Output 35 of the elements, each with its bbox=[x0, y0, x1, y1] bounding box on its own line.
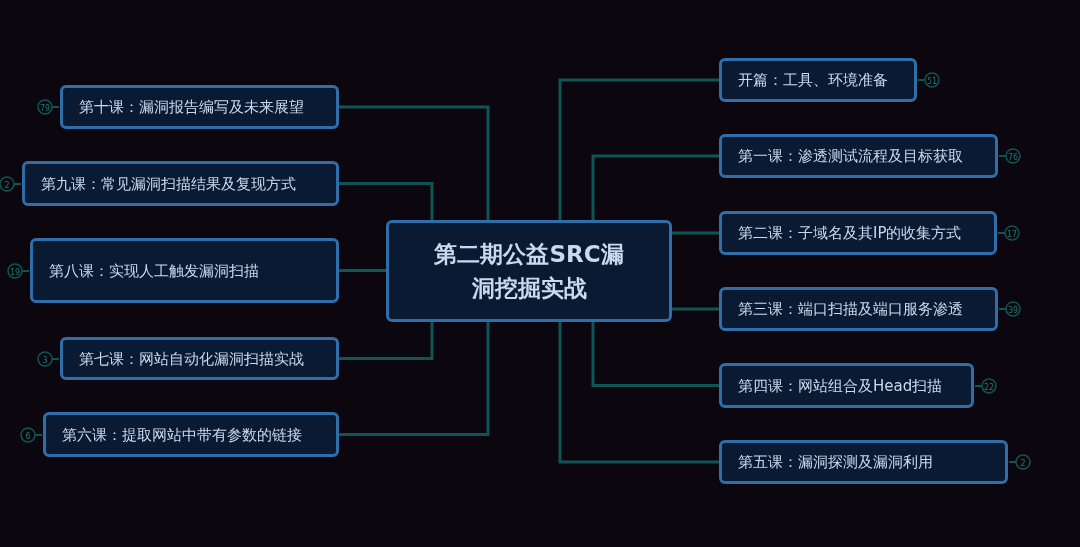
connector bbox=[339, 322, 434, 360]
topic-box bbox=[43, 412, 339, 457]
topic-box bbox=[719, 134, 998, 178]
connector bbox=[339, 322, 490, 436]
topic-box bbox=[719, 211, 997, 255]
lesson-label: 第十课：漏洞报告编写及未来展望 bbox=[79, 97, 304, 117]
lesson-label: 第九课：常见漏洞扫描结果及复现方式 bbox=[41, 173, 296, 194]
connector bbox=[339, 269, 386, 272]
connector bbox=[672, 307, 719, 311]
lesson-label: 第二课：子域名及其IP的收集方式 bbox=[738, 223, 962, 243]
lesson-label: 第六课：提取网站中带有参数的链接 bbox=[62, 424, 302, 445]
lesson-label: 第七课：网站自动化漏洞扫描实战 bbox=[79, 348, 304, 369]
connector bbox=[558, 78, 719, 220]
topic-box bbox=[719, 363, 974, 408]
connector bbox=[672, 231, 719, 235]
topic-box bbox=[60, 85, 339, 129]
central-topic-label: 第二期公益SRC漏洞挖掘实战 bbox=[434, 240, 624, 303]
lesson-label: 开篇：工具、环境准备 bbox=[738, 70, 888, 90]
topic-box bbox=[22, 161, 339, 206]
lesson-label: 第一课：渗透测试流程及目标获取 bbox=[738, 146, 963, 166]
connector bbox=[339, 182, 434, 220]
topic-box bbox=[719, 287, 998, 331]
connector bbox=[558, 322, 719, 464]
lesson-label: 第三课：端口扫描及端口服务渗透 bbox=[738, 299, 963, 319]
topic-box bbox=[719, 440, 1008, 484]
lesson-label: 第八课：实现人工触发漏洞扫描 bbox=[49, 260, 259, 281]
topic-box bbox=[60, 337, 339, 380]
connector bbox=[591, 322, 719, 387]
connector bbox=[591, 154, 719, 220]
topic-box bbox=[719, 58, 917, 102]
topic-box bbox=[30, 238, 339, 303]
central-topic-box bbox=[386, 220, 672, 322]
connector bbox=[339, 105, 490, 220]
lesson-label: 第五课：漏洞探测及漏洞利用 bbox=[738, 452, 933, 472]
lesson-label: 第四课：网站组合及Head扫描 bbox=[738, 375, 943, 396]
